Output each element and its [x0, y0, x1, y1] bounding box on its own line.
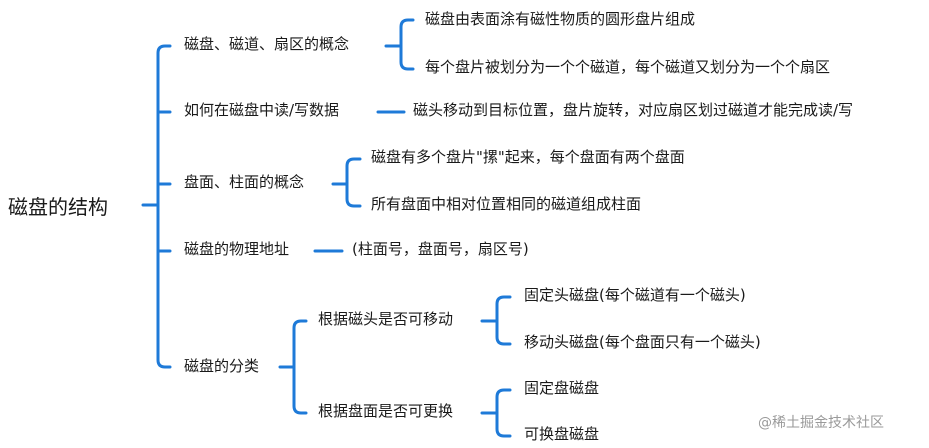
concept-connector	[384, 18, 415, 71]
leaf-surface-2: 所有盘面中相对位置相同的磁道组成柱面	[371, 195, 642, 213]
leaf-head-1: 固定头磁盘(每个磁道有一个磁头)	[524, 286, 746, 304]
leaf-address: (柱面号，盘面号，扇区号)	[352, 240, 529, 258]
root-node: 磁盘的结构	[8, 195, 108, 219]
root-connector	[141, 44, 172, 369]
branch-address: 磁盘的物理地址	[184, 240, 290, 258]
watermark: @稀土掘金技术社区	[758, 415, 884, 431]
classify-connector	[278, 319, 308, 415]
leaf-concept-2: 每个盘片被划分为一个个磁道，每个磁道又划分为一个个扇区	[425, 58, 831, 76]
sub-platter: 根据盘面是否可更换	[318, 402, 454, 420]
branch-surface: 盘面、柱面的概念	[184, 173, 305, 191]
head-connector	[480, 295, 512, 346]
branch-readwrite: 如何在磁盘中读/写数据	[184, 101, 340, 119]
leaf-concept-1: 磁盘由表面涂有磁性物质的圆形盘片组成	[425, 10, 696, 28]
platter-connector	[480, 388, 512, 438]
leaf-head-2: 移动头磁盘(每个盘面只有一个磁头)	[524, 333, 761, 351]
leaf-readwrite: 磁头移动到目标位置，盘片旋转，对应扇区划过磁道才能完成读/写	[413, 101, 854, 119]
surface-connector	[331, 157, 362, 208]
leaf-surface-1: 磁盘有多个盘片"摞"起来，每个盘面有两个盘面	[371, 148, 685, 166]
branch-classify: 磁盘的分类	[184, 357, 260, 375]
branch-concept: 磁盘、磁道、扇区的概念	[184, 35, 350, 53]
sub-head: 根据磁头是否可移动	[318, 310, 454, 328]
leaf-platter-2: 可换盘磁盘	[524, 425, 600, 443]
leaf-platter-1: 固定盘磁盘	[524, 379, 600, 397]
